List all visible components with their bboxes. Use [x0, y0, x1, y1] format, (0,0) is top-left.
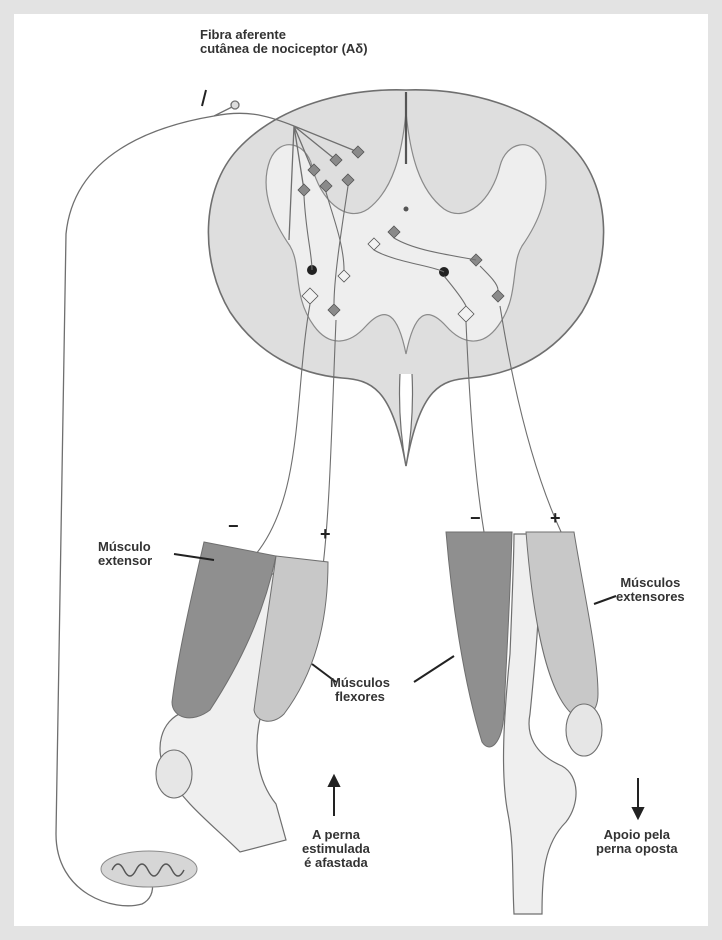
flexor-muscles-label-line1: Músculos	[330, 676, 390, 690]
extensor-muscles-label-line2: extensores	[616, 590, 685, 604]
right-leg	[446, 532, 602, 914]
spinal-cord	[208, 90, 603, 466]
right-flexor-muscle	[446, 532, 512, 747]
flexor-muscles-label: Músculos flexores	[330, 676, 390, 704]
left-flexor-sign: +	[320, 524, 331, 545]
skin-receptor	[101, 851, 197, 887]
fiber-label-line1: Fibra aferente	[200, 28, 368, 42]
support-label: Apoio pela perna oposta	[596, 828, 678, 856]
fiber-leader	[202, 90, 206, 106]
up-arrow-head	[329, 776, 339, 786]
extensor-muscle-label: Músculo extensor	[98, 540, 152, 568]
withdraw-label-line2: estimulada	[302, 842, 370, 856]
reflex-diagram	[14, 14, 708, 926]
left-knee	[156, 750, 192, 798]
skin-patch	[101, 851, 197, 887]
extensor-muscles-label-line1: Músculos	[616, 576, 685, 590]
ventral-fissure	[399, 374, 412, 466]
flexor-muscles-label-line2: flexores	[330, 690, 390, 704]
extensor-muscles-label: Músculos extensores	[616, 576, 685, 604]
withdraw-label: A perna estimulada é afastada	[302, 828, 370, 870]
flexor-leader-right	[414, 656, 454, 682]
support-label-line1: Apoio pela	[596, 828, 678, 842]
left-extensor-sign: −	[228, 516, 239, 537]
arrows	[329, 776, 643, 818]
down-arrow-head	[633, 808, 643, 818]
dorsal-root-ganglion	[231, 101, 239, 109]
fiber-label: Fibra aferente cutânea de nociceptor (Aδ…	[200, 28, 368, 56]
right-extensor-sign: +	[550, 508, 561, 529]
fiber-label-line2: cutânea de nociceptor (Aδ)	[200, 42, 368, 56]
extensor-muscles-leader	[594, 596, 616, 604]
extensor-muscle-label-line2: extensor	[98, 554, 152, 568]
right-knee	[566, 704, 602, 756]
right-flexor-sign: −	[470, 508, 481, 529]
withdraw-label-line3: é afastada	[302, 856, 370, 870]
support-label-line2: perna oposta	[596, 842, 678, 856]
extensor-muscle-label-line1: Músculo	[98, 540, 152, 554]
withdraw-label-line1: A perna	[302, 828, 370, 842]
figure-frame: Fibra aferente cutânea de nociceptor (Aδ…	[14, 14, 708, 926]
central-canal	[404, 207, 409, 212]
left-leg	[156, 542, 328, 852]
